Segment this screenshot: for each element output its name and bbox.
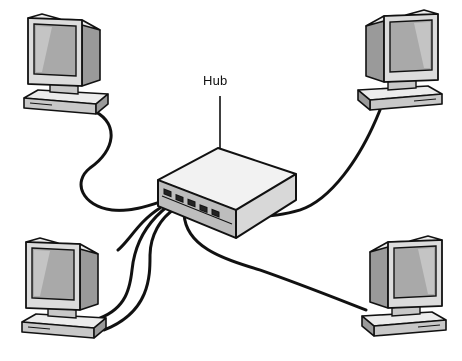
desktop-computer-icon [362, 236, 446, 336]
desktop-computer-icon [23, 13, 109, 115]
computer-top-left [23, 13, 109, 115]
computer-bottom-right [362, 236, 446, 336]
computer-bottom-left [21, 237, 107, 339]
desktop-computer-icon [21, 237, 107, 339]
desktop-computer-icon [358, 10, 442, 110]
computer-top-right [358, 10, 442, 110]
hub-label: Hub [203, 73, 228, 88]
network-hub-icon [157, 96, 297, 239]
